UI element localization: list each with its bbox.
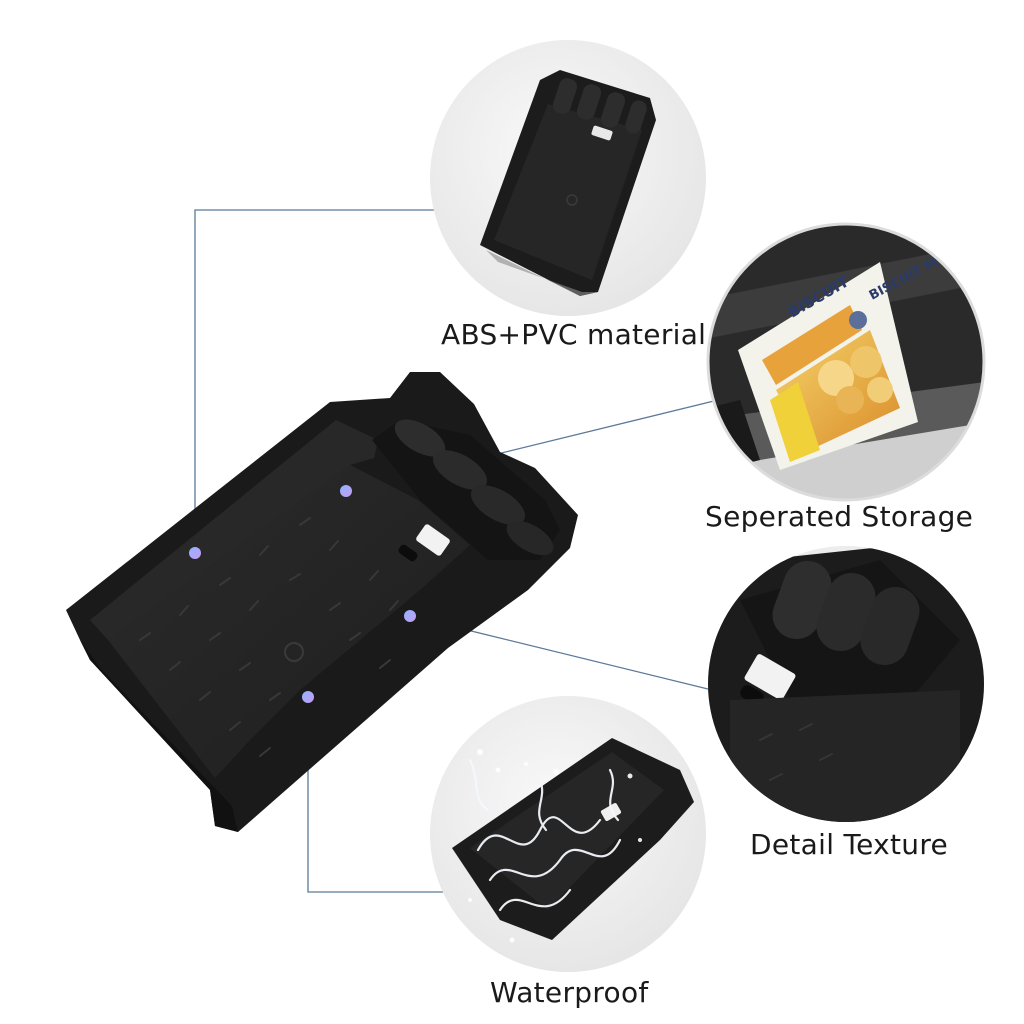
circle-abs-material [430, 40, 706, 316]
circle-detail-texture [708, 546, 984, 822]
callout-dot-det [404, 610, 416, 622]
tray-floor [108, 465, 470, 778]
callout-label-waterproof: Waterproof [490, 976, 649, 1009]
leader-line-abs [194, 209, 440, 553]
callout-dot-wat [302, 691, 314, 703]
callout-dot-abs [189, 547, 201, 559]
callout-dot-sep [340, 485, 352, 497]
main-tray [66, 372, 578, 832]
callout-label-detail-texture: Detail Texture [750, 828, 949, 861]
circle-waterproof [430, 696, 706, 972]
tray-slot [416, 524, 450, 556]
tray-center-logo [284, 642, 304, 662]
callout-label-seperated-storage: Seperated Storage [705, 500, 974, 533]
circle-seperated-storage: BISCUIT BISCUIT MIX [706, 222, 986, 502]
callout-label-abs-material: ABS+PVC material [441, 318, 707, 351]
callout-dots [189, 485, 416, 703]
